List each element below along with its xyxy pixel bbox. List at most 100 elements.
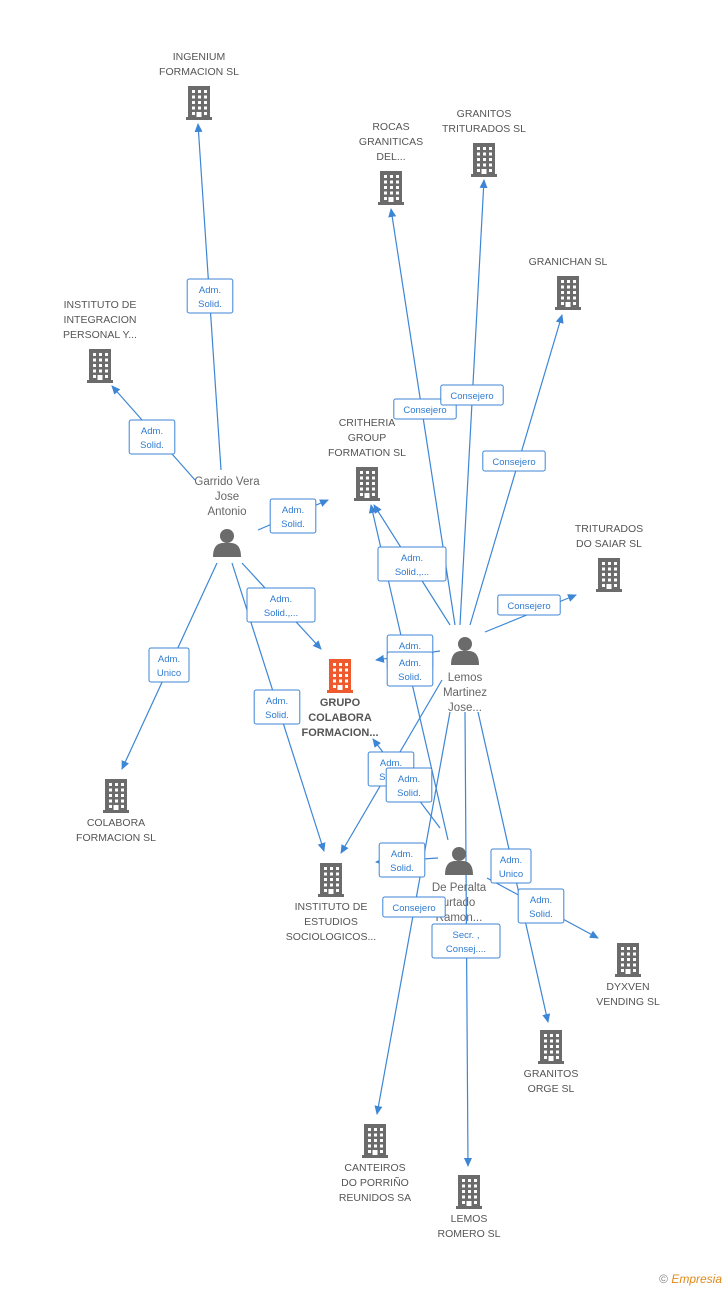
company-label: VENDING SL [596, 996, 660, 1008]
building-icon [555, 276, 581, 310]
role-badge[interactable]: Adm.Solid.,... [246, 587, 316, 623]
building-icon [615, 943, 641, 977]
role-badge[interactable]: Consejero [440, 384, 504, 406]
role-badge[interactable]: Adm.Solid. [186, 278, 234, 314]
role-badge-text: Adm. [391, 849, 413, 860]
company-node-colabora-formacion[interactable]: COLABORA FORMACION SL [76, 779, 156, 844]
person-label: Martinez [443, 687, 487, 699]
role-badge-text: Adm. [399, 658, 421, 669]
company-label: ROCAS [372, 121, 409, 133]
role-badge-text: Consejero [507, 601, 550, 612]
role-badge-text: Adm. [282, 505, 304, 516]
company-label: COLABORA [308, 712, 372, 724]
company-label: CRITHERIA [339, 417, 396, 429]
company-node-lemos-romero[interactable]: LEMOS ROMERO SL [437, 1175, 501, 1240]
role-badge-text: Adm. [401, 553, 423, 564]
role-badge[interactable]: Adm. Solid.,... [377, 546, 447, 582]
company-label: DO PORRIÑO [341, 1176, 409, 1189]
company-label: ESTUDIOS [304, 916, 358, 928]
company-label: GROUP [348, 432, 387, 444]
person-node-lemos[interactable]: LemosMartinezJose... [443, 637, 487, 714]
role-badge[interactable]: Adm.Solid. [385, 767, 433, 803]
person-label: Garrido Vera [194, 476, 260, 488]
company-node-grupo-colabora[interactable]: GRUPOCOLABORAFORMACION... [302, 659, 379, 739]
role-badge-text: Adm. [266, 696, 288, 707]
role-badge-text: Solid. [390, 863, 414, 874]
company-label: FORMACION SL [159, 66, 239, 78]
company-node-instituto-estudios[interactable]: INSTITUTO DEESTUDIOSSOCIOLOGICOS... [286, 863, 376, 943]
role-badge[interactable]: Adm.Unico [148, 647, 190, 683]
company-label: DO SAIAR SL [576, 538, 642, 550]
company-label: REUNIDOS SA [339, 1192, 411, 1204]
company-node-granichan[interactable]: GRANICHAN SL [529, 256, 608, 310]
person-icon [445, 847, 473, 875]
person-icon [451, 637, 479, 665]
person-node-peralta[interactable]: De PeraltaurtadoRamon... [432, 847, 487, 924]
building-icon [327, 659, 353, 693]
building-icon [354, 467, 380, 501]
role-badge[interactable]: Adm. Solid. [378, 842, 426, 878]
company-node-rocas[interactable]: ROCASGRANITICASDEL... [359, 121, 423, 205]
company-label: ROMERO SL [437, 1228, 500, 1240]
footer-brand[interactable]: © Empresia [659, 1272, 722, 1286]
building-icon [471, 143, 497, 177]
role-badge-text: Solid. [198, 299, 222, 310]
role-badge-text: Adm. [398, 774, 420, 785]
company-node-canteiros[interactable]: CANTEIROS DO PORRIÑO REUNIDOS SA [339, 1124, 411, 1204]
role-badge-text: Unico [157, 668, 181, 679]
role-badge-text: Solid.,... [395, 567, 429, 578]
company-label: TRITURADOS [575, 523, 643, 535]
role-badge[interactable]: Consejero [497, 594, 561, 616]
role-badge[interactable]: Adm. Solid. [269, 498, 317, 534]
role-badge-text: Solid. [281, 519, 305, 530]
company-node-triturados-saiar[interactable]: TRITURADOS DO SAIAR SL [575, 523, 643, 592]
role-badge[interactable]: Secr. ,Consej.... [431, 923, 501, 959]
person-label: Jose... [448, 702, 482, 714]
role-badge[interactable]: Adm.Solid. [517, 888, 565, 924]
building-icon [103, 779, 129, 813]
building-icon [378, 171, 404, 205]
person-icon [213, 529, 241, 557]
company-label: SOCIOLOGICOS... [286, 931, 376, 943]
role-badge-text: Adm. [270, 594, 292, 605]
building-icon [456, 1175, 482, 1209]
role-badge[interactable]: Adm. Solid. [386, 651, 434, 687]
role-badge[interactable]: Adm.Solid. [128, 419, 176, 455]
company-label: CANTEIROS [344, 1162, 405, 1174]
role-badge[interactable]: Adm.Unico [490, 848, 532, 884]
role-badge-text: Adm. [500, 855, 522, 866]
role-badge[interactable]: Consejero [382, 896, 446, 918]
company-label: GRANITOS [524, 1068, 579, 1080]
company-label: LEMOS [451, 1213, 488, 1225]
company-label: GRUPO [320, 697, 361, 709]
person-label: urtado [443, 897, 476, 909]
company-label: GRANICHAN SL [529, 256, 608, 268]
company-label: COLABORA [87, 817, 145, 829]
building-icon [362, 1124, 388, 1158]
role-badge[interactable]: Adm. Solid. [253, 689, 301, 725]
role-badge-text: Solid. [140, 440, 164, 451]
brand-logo-text: Empresia [671, 1272, 722, 1286]
role-badge-text: Adm. [380, 758, 402, 769]
company-label: TRITURADOS SL [442, 123, 526, 135]
person-label: Ramon... [436, 912, 483, 924]
role-badge-text: Consejero [492, 457, 535, 468]
role-badge-text: Solid. [398, 672, 422, 683]
role-badge[interactable]: Consejero [482, 450, 546, 472]
role-badge-text: Solid. [265, 710, 289, 721]
building-icon [596, 558, 622, 592]
person-label: Jose [215, 491, 239, 503]
company-label: FORMACION SL [76, 832, 156, 844]
role-badge-text: Adm. [530, 895, 552, 906]
building-icon [87, 349, 113, 383]
role-badge-text: Consejero [450, 391, 493, 402]
building-icon [538, 1030, 564, 1064]
